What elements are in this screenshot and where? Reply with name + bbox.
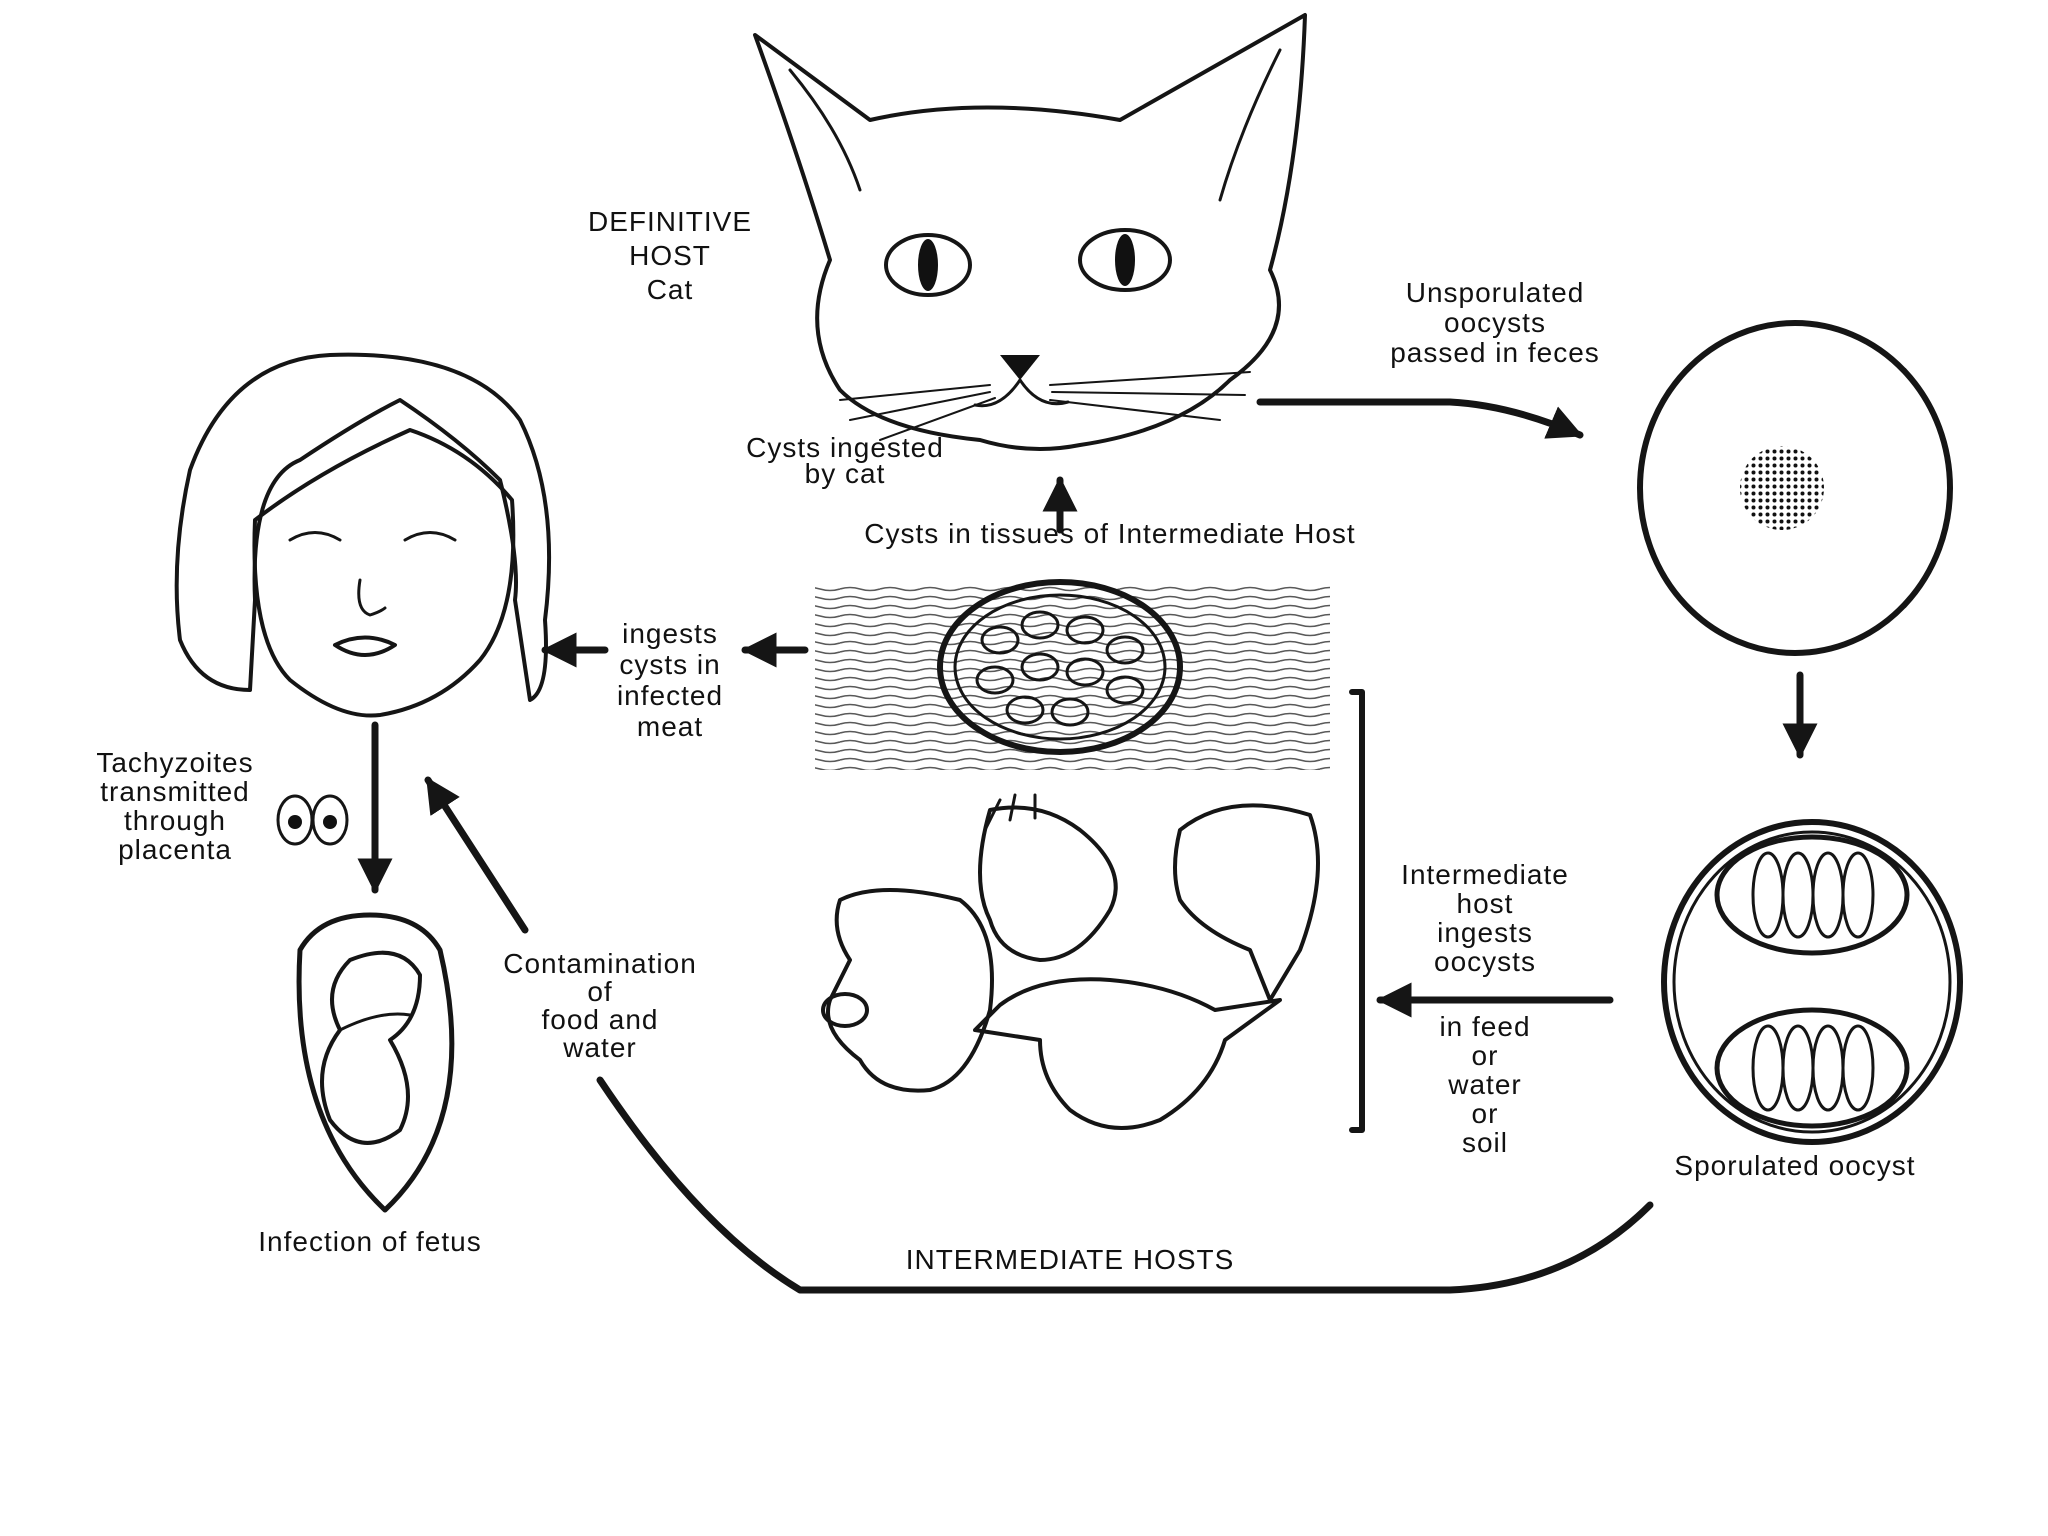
fetus-in-uterus-illustration [296, 912, 455, 1213]
contamination-label: Contamination of food and water [503, 948, 697, 1063]
connector-arrows [357, 398, 1818, 1294]
tachyzoites-label: Tachyzoites transmitted through placenta [96, 747, 254, 865]
arrow-contamination-to-human [424, 776, 529, 934]
unsporulated-oocyst-illustration [1637, 320, 1953, 656]
intermediate-host-animals-illustration [821, 793, 1320, 1130]
tissue-cyst-in-muscle [815, 579, 1330, 770]
intermediate-hosts-label: INTERMEDIATE HOSTS [905, 1244, 1235, 1275]
cysts-ingested-label: Cysts ingested by cat [746, 432, 944, 489]
bracket-intermediate-hosts [1349, 689, 1365, 1133]
unsporulated-oocysts-label: Unsporulated oocysts passed in feces [1390, 277, 1600, 368]
definitive-host-label: DEFINITIVE HOST Cat [587, 206, 752, 305]
infection-of-fetus-label: Infection of fetus [258, 1226, 482, 1257]
cysts-in-tissues-label: Cysts in tissues of Intermediate Host [864, 518, 1356, 549]
ingests-cysts-label: ingests cysts in infected meat [616, 618, 724, 742]
curve-intermediate-hosts [596, 1076, 1654, 1294]
in-feed-water-soil-label: in feed or water or soil [1439, 1011, 1531, 1158]
arrow-cat-to-oocyst [1256, 398, 1584, 439]
tachyzoite-cells-icon [276, 794, 349, 846]
intermediate-host-ingests-label: Intermediate host ingests oocysts [1401, 859, 1569, 977]
sporulated-oocyst-label: Sporulated oocyst [1674, 1150, 1916, 1181]
human-head-illustration [174, 352, 552, 718]
cat-head-illustration [753, 13, 1307, 451]
sporulated-oocyst-illustration [1661, 819, 1963, 1145]
